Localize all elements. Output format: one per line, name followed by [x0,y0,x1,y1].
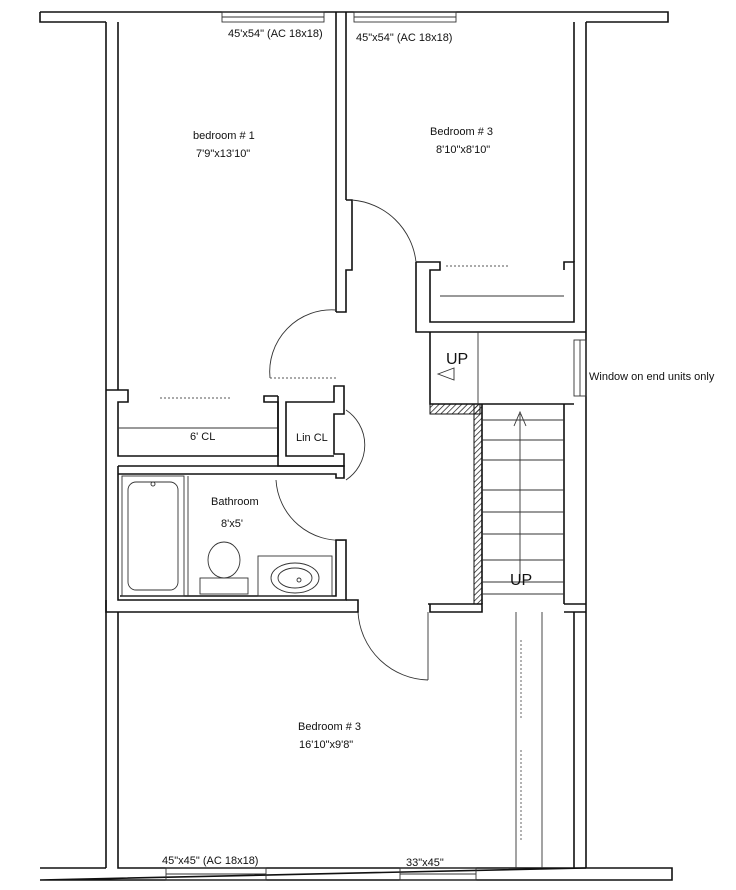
outer-walls [39,11,673,881]
bedroom1-size: 7'9"x13'10" [196,148,250,160]
bathroom [117,465,347,601]
lower-hall-walls [105,599,586,869]
bedroom3-top-size: 8'10"x8'10" [436,144,490,156]
lin-closet-label: Lin CL [296,432,328,444]
bottom-windows [165,867,477,881]
window-top-left-label: 45'x54" (AC 18x18) [228,28,323,40]
window-note-label: Window on end units only [589,371,715,383]
bedroom-divider-wall [335,12,353,313]
closet-6-label: 6' CL [190,431,215,443]
door-swings [269,199,429,681]
bedroom3-bottom-name: Bedroom # 3 [298,721,361,733]
window-bottom-right-label: 33"x45" [406,857,444,869]
window-top-right-label: 45"x54" (AC 18x18) [356,32,452,44]
window-bottom-left-label: 45"x45" (AC 18x18) [162,855,258,867]
bedroom1-closet [106,389,279,457]
linen-closet [277,385,345,467]
staircase [429,332,574,605]
up-landing-label: UP [446,351,468,368]
bedroom3-top-name: Bedroom # 3 [430,126,493,138]
end-unit-window [573,339,587,397]
up-stairs-label: UP [510,572,532,589]
bedroom3-top-closet [415,261,586,333]
top-windows [221,11,457,23]
bedroom3-bottom-size: 16'10"x9'8" [299,739,353,751]
bathroom-name: Bathroom [211,496,259,508]
bottom-bedroom-closet [515,612,543,868]
labels: 45'x54" (AC 18x18) 45"x54" (AC 18x18) be… [162,28,715,869]
bathroom-size: 8'x5' [221,518,243,530]
bedroom1-name: bedroom # 1 [193,130,255,142]
